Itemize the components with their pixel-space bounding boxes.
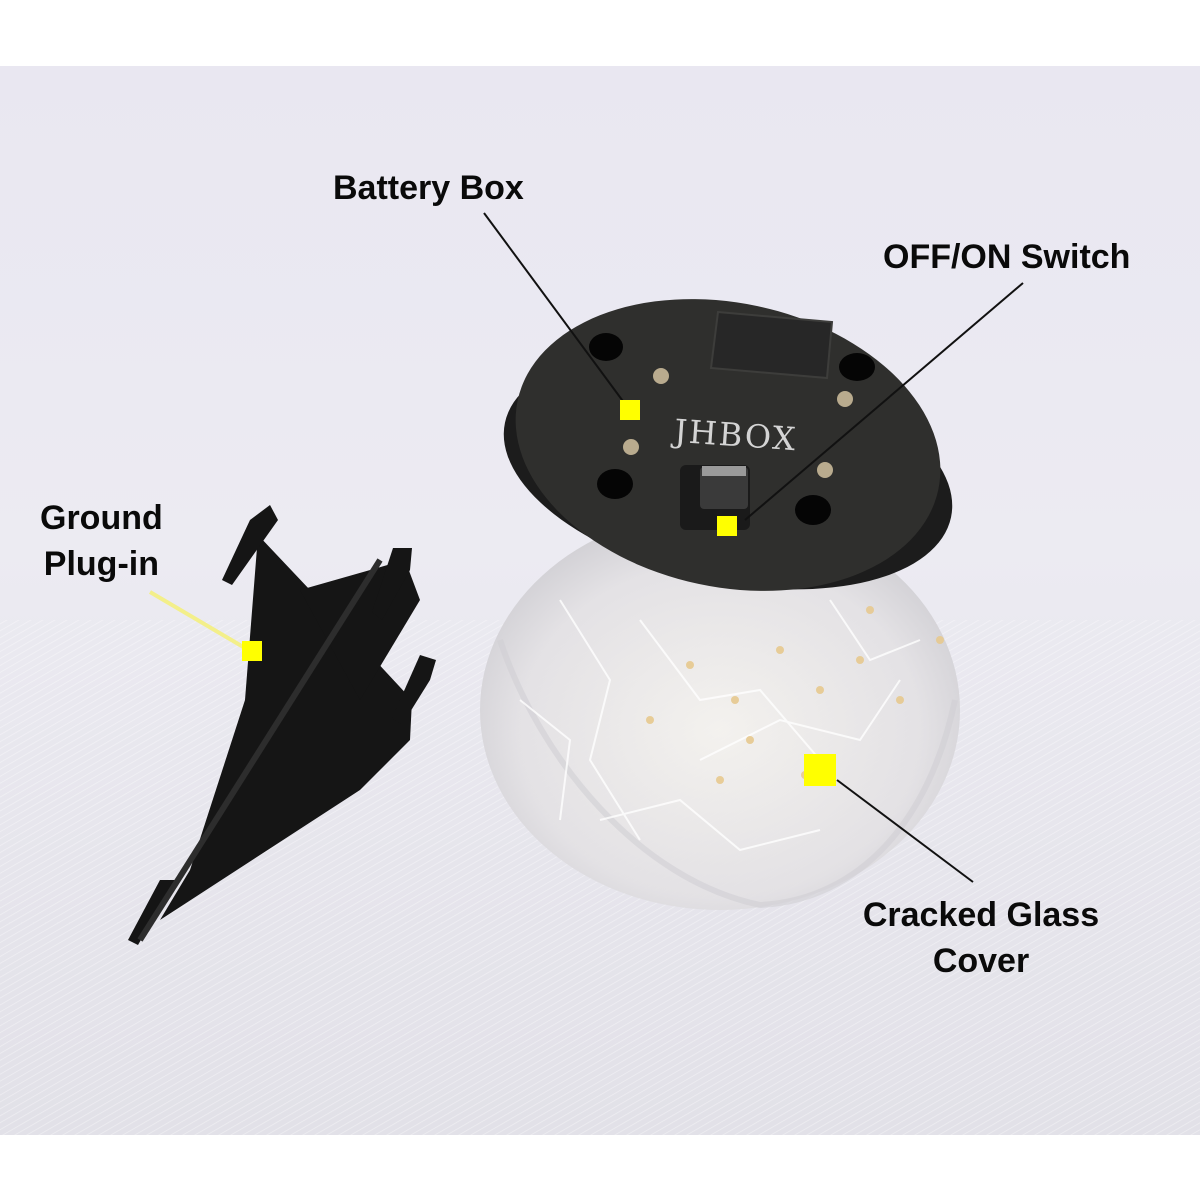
lid: JHBOX [503, 299, 953, 591]
marker-glass-cover [804, 754, 836, 786]
label-glass-cover: Cracked Glass Cover [836, 891, 1126, 986]
leader-lines [148, 212, 1024, 883]
marker-switch [717, 516, 737, 536]
product-scene: JHBOX [0, 212, 1200, 1135]
marker-battery-box [620, 400, 640, 420]
brand-text: JHBOX [670, 412, 799, 459]
glass-globe [480, 510, 960, 910]
ground-stake [128, 505, 436, 945]
leader-switch [744, 282, 1024, 521]
label-line-2: Plug-in [43, 545, 159, 584]
product-photo: JHBOX [0, 66, 1200, 1135]
marker-ground-plug [242, 641, 262, 661]
label-line-1: Ground [40, 499, 163, 537]
label-text: OFF/ON Switch [883, 238, 1131, 276]
label-switch: OFF/ON Switch [883, 233, 1130, 281]
leader-ground-plug [148, 590, 247, 650]
leader-glass-cover [836, 779, 974, 883]
label-line-2: Cover [932, 942, 1030, 981]
label-battery-box: Battery Box [333, 164, 524, 212]
label-text: Battery Box [333, 169, 524, 207]
label-line-1: Cracked Glass [862, 896, 1100, 934]
leader-battery-box [483, 212, 629, 409]
label-ground-plug: Ground Plug-in [40, 494, 163, 589]
